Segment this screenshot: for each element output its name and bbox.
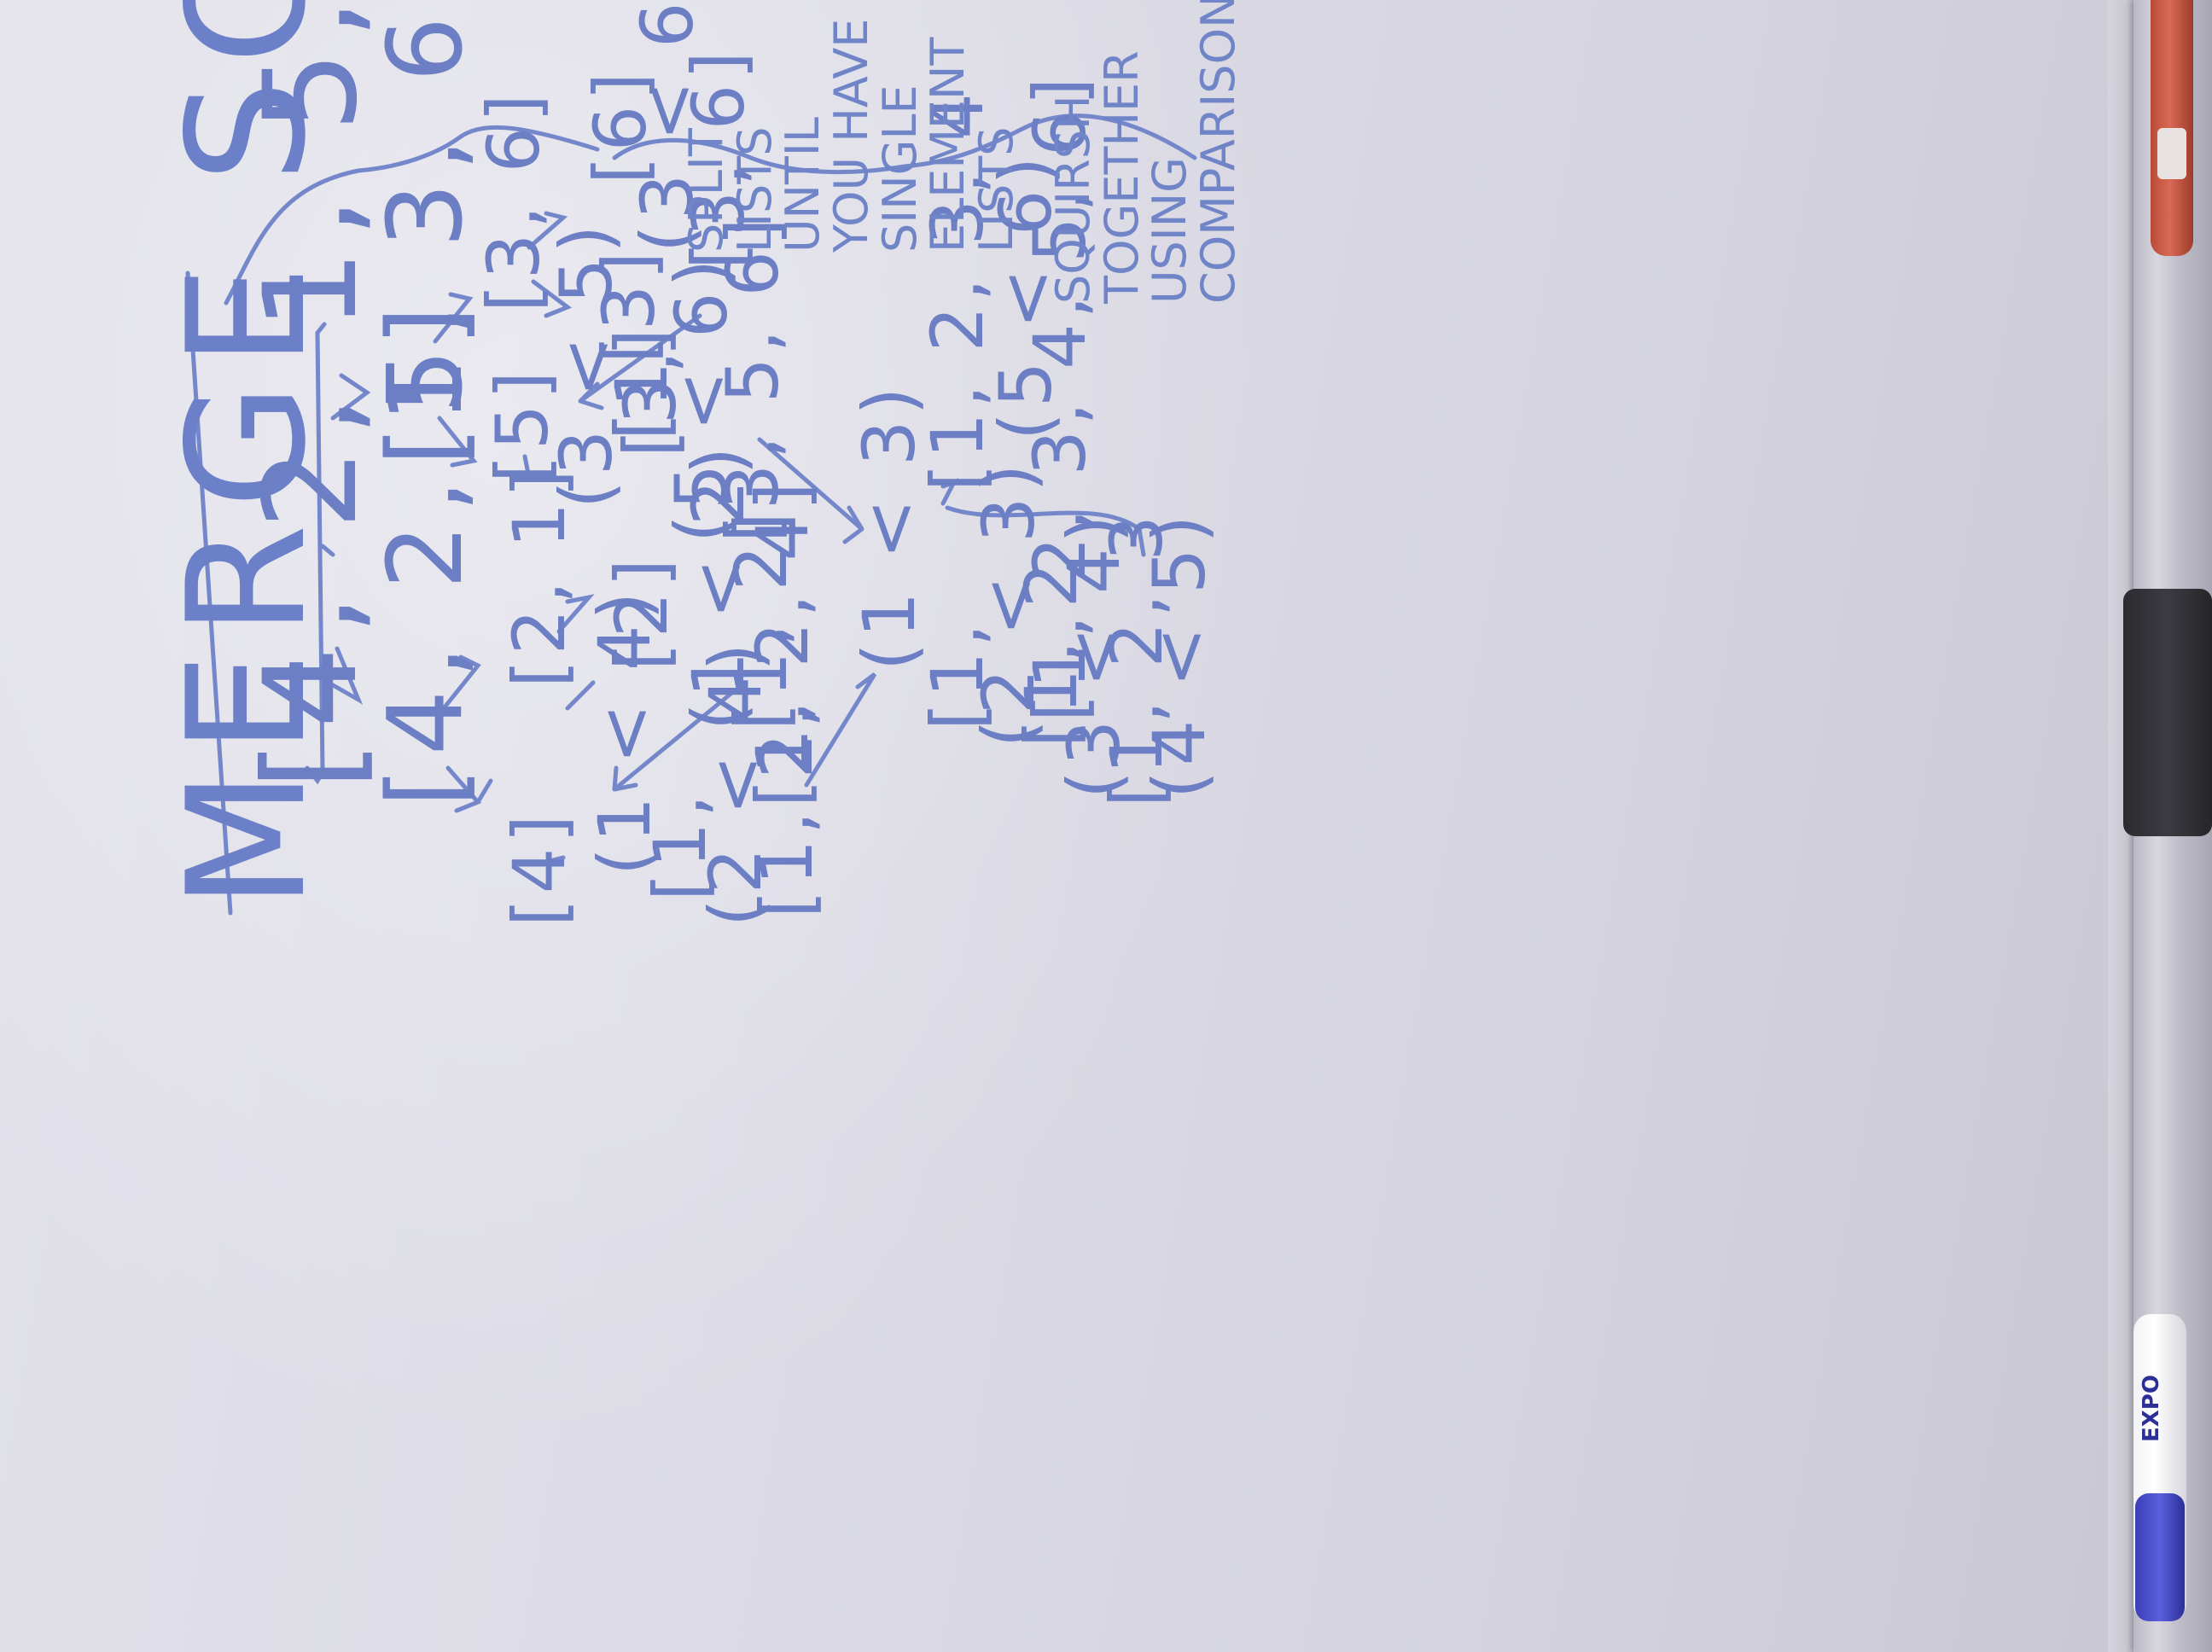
arrow-split-left: [326, 646, 364, 705]
arrow-21-to-2: [565, 680, 596, 711]
arrow-21-to-1: [556, 594, 595, 634]
note-split: SPLIT LISTS UNTIL YOU HAVE SINGLE ELEMEN…: [679, 18, 1024, 253]
arrow-12-to-cmp14: [612, 689, 736, 792]
final-cmp-1-3: (1 < 3): [847, 381, 931, 671]
note-split-line-3: UNTIL: [776, 117, 830, 253]
eraser: [2123, 589, 2212, 836]
left-split-a: [4]: [498, 810, 581, 927]
final-cmp-4-5: (4 < 5): [1138, 509, 1221, 799]
arrow-421-to-21: [441, 654, 481, 711]
arrow-4-to-cmp14: [544, 855, 566, 864]
marker-brand: EXPO: [2139, 1375, 2181, 1485]
input-list: [4, 2, 1, 5, 3, 6]: [237, 0, 386, 790]
arrow-124-to-final: [804, 672, 877, 788]
note-split-line-1: SPLIT: [679, 128, 733, 253]
marker-brand-text: EXPO: [2139, 1375, 2164, 1442]
note-squirsh-line-2: TOGETHER: [1094, 50, 1149, 304]
note-split-line-4: YOU HAVE: [824, 18, 879, 253]
note-split-line-2: LISTS: [727, 126, 782, 253]
input-bracket: [305, 322, 335, 785]
wave-divider-left: [224, 125, 600, 305]
red-marker-label: [2157, 128, 2186, 179]
arrow-36-to-cmp35: [578, 313, 702, 410]
arrow-421-to-4: [445, 765, 493, 813]
note-squirsh-line-3: USING: [1143, 157, 1197, 304]
arrow-5-to-cmp35: [522, 454, 532, 480]
arrow-36-to-3: [531, 279, 573, 318]
final-bracket: [940, 478, 1146, 557]
arrow-36-to-6: [527, 211, 568, 250]
note-squirsh-line-1: SQUIRSH: [1046, 95, 1100, 304]
arrow-536-to-5: [437, 416, 478, 468]
right-split-b: [3, 6]: [472, 89, 556, 312]
marker-cap: [2135, 1493, 2185, 1621]
note-split-line-5: SINGLE: [872, 84, 927, 253]
arrow-split-right: [330, 373, 371, 421]
arrow-356-to-final: [757, 437, 864, 544]
note-split-line-6: ELEMENT: [921, 37, 975, 253]
note-squirsh: SQUIRSH TOGETHER USING COMPARISON: [1046, 0, 1246, 304]
title-underline: [185, 270, 233, 916]
note-split-line-7: LISTS: [969, 126, 1024, 253]
right-half: [5, 3, 6]: [367, 0, 486, 466]
note-squirsh-line-4: COMPARISON: [1191, 0, 1246, 304]
wave-divider-right: [612, 113, 1197, 175]
arrow-536-to-36: [433, 292, 474, 344]
